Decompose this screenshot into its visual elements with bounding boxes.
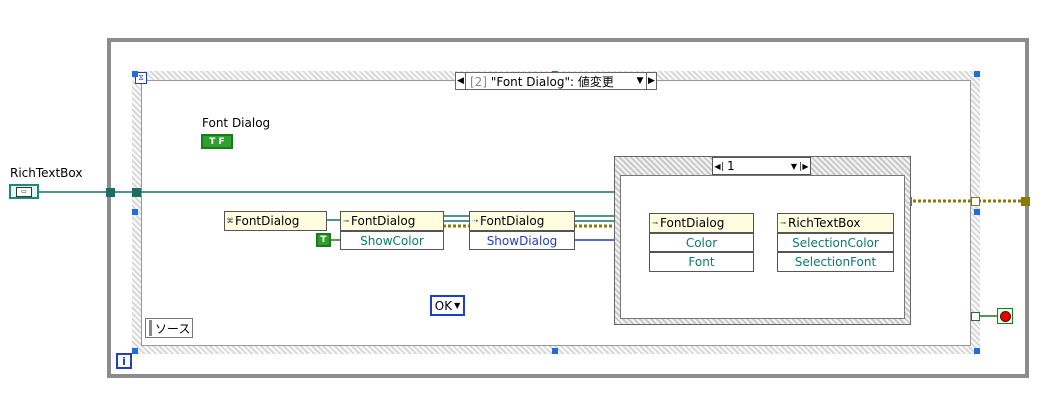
richtextbox-property-node[interactable]: ⊸ RichTextBox bbox=[777, 213, 894, 233]
resize-handle[interactable] bbox=[974, 209, 980, 215]
richtextbox-label: RichTextBox bbox=[10, 166, 83, 180]
font-dialog-label: Font Dialog bbox=[202, 116, 271, 130]
property-label: SelectionColor bbox=[792, 235, 879, 250]
property-icon: ⊸ bbox=[343, 217, 349, 225]
invoke-icon: ⇢ bbox=[472, 217, 478, 225]
node-label: FontDialog bbox=[480, 214, 545, 228]
color-property[interactable]: Color bbox=[649, 233, 754, 252]
true-constant[interactable]: T bbox=[316, 233, 331, 247]
event-name: "Font Dialog": 値変更 bbox=[490, 74, 614, 89]
font-dialog-boolean-terminal[interactable]: T F bbox=[201, 134, 233, 149]
event-source-node[interactable]: ソース bbox=[145, 318, 193, 338]
event-tunnel[interactable] bbox=[971, 197, 980, 206]
iteration-terminal[interactable]: i bbox=[116, 353, 132, 369]
timeout-icon[interactable]: ⧖ bbox=[135, 72, 147, 84]
fontdialog-invoke-node[interactable]: ⇢ FontDialog bbox=[469, 211, 575, 231]
fontdialog-property-node[interactable]: ⊸ FontDialog bbox=[340, 211, 444, 231]
node-label: RichTextBox bbox=[788, 216, 861, 230]
dropdown-icon: ▼ bbox=[454, 301, 461, 310]
resize-handle[interactable] bbox=[552, 348, 558, 354]
selectionfont-property[interactable]: SelectionFont bbox=[777, 252, 894, 272]
increment-arrow-icon[interactable]: ▶ bbox=[800, 161, 810, 171]
refnum-icon: ▭ bbox=[16, 186, 32, 197]
decrement-arrow-icon[interactable]: ◀ bbox=[456, 73, 466, 89]
while-loop-frame[interactable] bbox=[107, 38, 1029, 378]
loop-tunnel[interactable] bbox=[1021, 197, 1030, 206]
event-tunnel[interactable] bbox=[971, 312, 980, 321]
node-label: FontDialog bbox=[660, 216, 725, 230]
event-selector-label: [2] "Font Dialog": 値変更 bbox=[466, 73, 634, 90]
dropdown-icon[interactable]: ▼ bbox=[636, 76, 644, 86]
decrement-arrow-icon[interactable]: ◀ bbox=[713, 161, 723, 171]
increment-arrow-icon[interactable]: ▶ bbox=[646, 73, 656, 89]
property-label: Font bbox=[688, 255, 715, 269]
event-index: [2] bbox=[470, 74, 487, 89]
resize-handle[interactable] bbox=[974, 71, 980, 77]
while-loop-frame-right bbox=[1025, 38, 1029, 376]
resize-handle[interactable] bbox=[132, 71, 138, 77]
source-label: ソース bbox=[155, 321, 191, 336]
richtextbox-terminal[interactable]: ▭ bbox=[9, 184, 39, 199]
loop-tunnel[interactable] bbox=[106, 188, 115, 197]
font-property[interactable]: Font bbox=[649, 252, 754, 272]
case-selector-value: 1 bbox=[727, 159, 735, 173]
ok-ring-value: OK bbox=[434, 298, 453, 313]
fontdialog-constructor-node[interactable]: ⌘ FontDialog bbox=[224, 211, 327, 231]
resize-handle[interactable] bbox=[132, 348, 138, 354]
node-label: FontDialog bbox=[235, 214, 300, 228]
case-selector[interactable]: ◀ 1 ▼ ▶ bbox=[712, 157, 811, 175]
event-tunnel[interactable] bbox=[132, 188, 141, 197]
showcolor-property[interactable]: ShowColor bbox=[340, 231, 444, 250]
resize-handle[interactable] bbox=[974, 348, 980, 354]
dialog-result-ring[interactable]: OK ▼ bbox=[430, 295, 465, 316]
property-label: Color bbox=[685, 235, 718, 250]
property-label: SelectionFont bbox=[794, 255, 877, 269]
event-selector[interactable]: ◀ [2] "Font Dialog": 値変更 ▼ ▶ bbox=[455, 72, 657, 90]
property-icon: ⊸ bbox=[652, 219, 658, 227]
constructor-icon: ⌘ bbox=[226, 217, 234, 225]
source-bar-icon bbox=[149, 320, 152, 336]
stop-dot-icon bbox=[999, 310, 1011, 322]
dropdown-icon[interactable]: ▼ bbox=[790, 161, 798, 171]
property-icon: ⊸ bbox=[780, 219, 786, 227]
node-label: FontDialog bbox=[351, 214, 416, 228]
selectioncolor-property[interactable]: SelectionColor bbox=[777, 233, 894, 252]
resize-handle[interactable] bbox=[132, 209, 138, 215]
fontdialog-read-property-node[interactable]: ⊸ FontDialog bbox=[649, 213, 754, 233]
showdialog-method[interactable]: ShowDialog bbox=[469, 231, 575, 250]
stop-terminal-icon[interactable] bbox=[997, 308, 1013, 324]
